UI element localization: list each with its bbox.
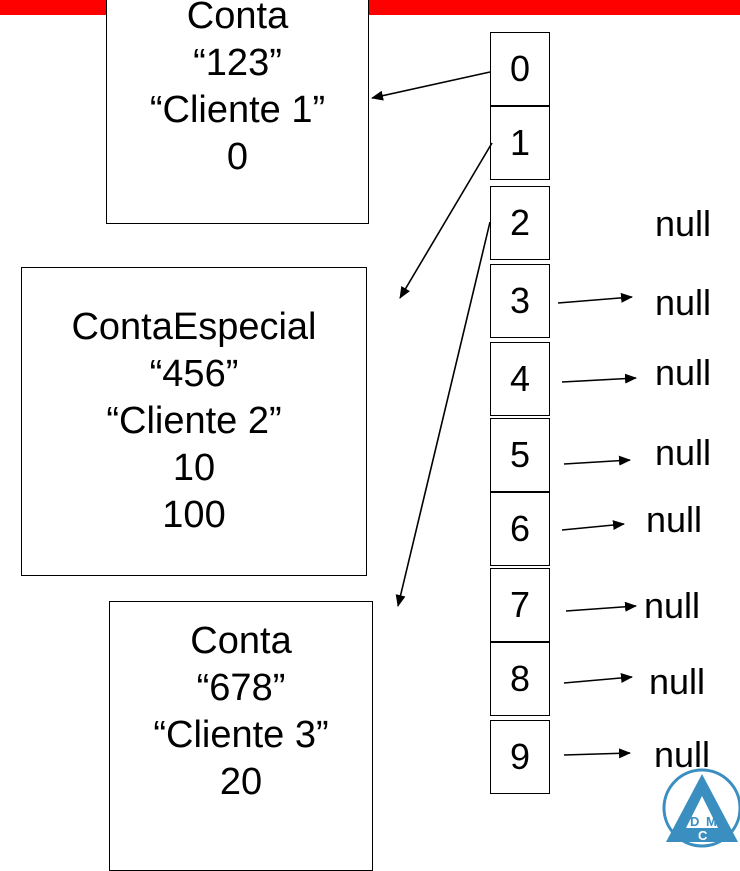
array-cell-7: 7 xyxy=(490,568,550,642)
arrow-index9-to-null xyxy=(563,748,631,759)
object-field-client: “Cliente 2” xyxy=(106,400,282,442)
arrow-index8-to-null xyxy=(563,672,633,684)
object-field-number: “456” xyxy=(149,353,239,395)
array-cell-0: 0 xyxy=(490,32,550,106)
object-field-number: “678” xyxy=(196,667,286,709)
null-label-3: null xyxy=(655,282,712,323)
object-field-balance: 10 xyxy=(172,447,216,489)
arrow-index6-to-null xyxy=(561,520,625,531)
arrow-index5-to-null xyxy=(563,455,631,466)
object-box-conta-especial: ContaEspecial “456” “Cliente 2” 10 100 xyxy=(21,267,367,576)
dmc-logo: D M C xyxy=(662,768,740,848)
array-cell-8: 8 xyxy=(490,642,550,716)
null-label-6: null xyxy=(646,499,703,540)
object-field-balance: 20 xyxy=(219,761,263,803)
arrow-index4-to-null xyxy=(561,373,637,384)
array-cell-6: 6 xyxy=(490,492,550,566)
null-label-9: null xyxy=(654,734,711,775)
array-cell-1: 1 xyxy=(490,106,550,180)
logo-letter-m: M xyxy=(706,814,717,829)
array-cell-5: 5 xyxy=(490,418,550,492)
object-field-limit: 100 xyxy=(162,494,226,536)
object-field-balance: 0 xyxy=(226,136,249,178)
null-label-4: null xyxy=(655,352,712,393)
object-box-conta-1: Conta “123” “Cliente 1” 0 xyxy=(106,0,369,224)
arrow-index3-to-null xyxy=(557,292,633,304)
object-field-client: “Cliente 3” xyxy=(153,714,329,756)
array-cell-3: 3 xyxy=(490,264,550,338)
object-class-name: Conta xyxy=(190,620,292,662)
object-field-client: “Cliente 1” xyxy=(149,89,326,131)
null-label-7: null xyxy=(644,585,701,626)
object-class-name: ContaEspecial xyxy=(71,306,317,348)
arrow-index0-to-object1 xyxy=(371,71,491,101)
null-label-8: null xyxy=(649,661,706,702)
object-field-number: “123” xyxy=(193,42,282,84)
array-cell-9: 9 xyxy=(490,720,550,794)
arrow-index2-to-object3 xyxy=(395,221,491,607)
object-class-name: Conta xyxy=(186,0,289,37)
arrow-index1-to-object2 xyxy=(399,142,493,299)
logo-letter-c: C xyxy=(698,828,708,843)
logo-letter-d: D xyxy=(690,814,699,829)
null-label-5: null xyxy=(655,432,712,473)
object-box-conta-3: Conta “678” “Cliente 3” 20 xyxy=(109,601,373,871)
null-label-2: null xyxy=(655,203,712,244)
array-cell-4: 4 xyxy=(490,342,550,416)
arrow-index7-to-null xyxy=(565,601,637,612)
reference-arrows xyxy=(371,71,637,759)
